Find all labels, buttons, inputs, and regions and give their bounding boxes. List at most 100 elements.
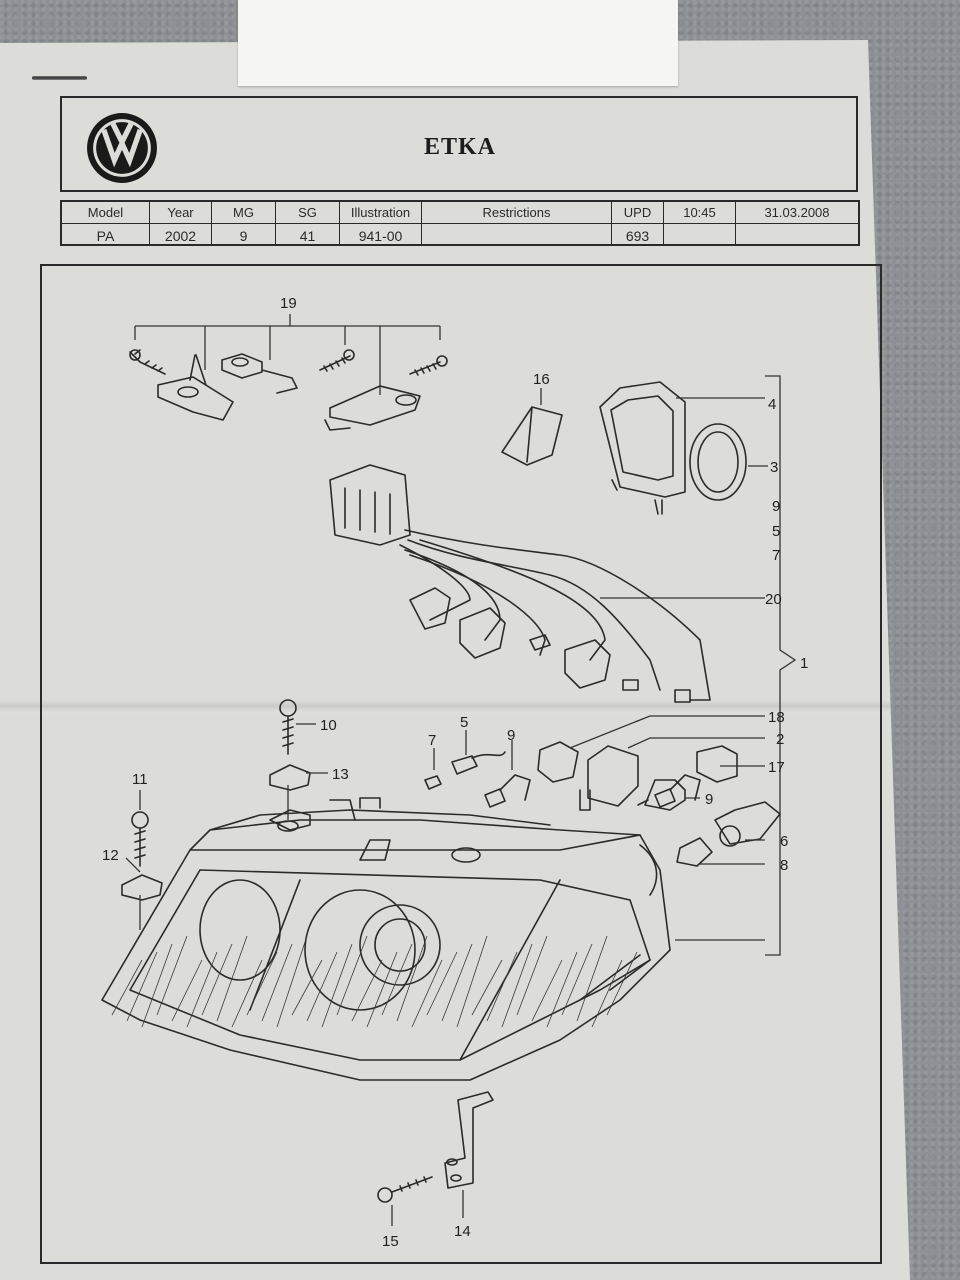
callout-5b: 5 [460, 714, 468, 731]
callout-7: 7 [772, 547, 780, 564]
callout-3: 3 [770, 459, 778, 476]
callout-13: 13 [332, 766, 349, 783]
hatch-line [141, 943, 173, 1028]
col-sg: SG 41 [276, 202, 340, 244]
headlight-housing [101, 797, 671, 1081]
col-model: Model PA [62, 202, 150, 244]
col-header: MG [233, 205, 254, 220]
callout-4: 4 [768, 396, 776, 413]
col-header: Year [167, 205, 194, 220]
callout-19: 19 [280, 295, 297, 312]
paper-fold [0, 700, 905, 718]
col-header: Illustration [350, 205, 411, 220]
hatch-line [351, 959, 383, 1022]
col-value: 941-00 [358, 228, 403, 244]
callout-10: 10 [320, 717, 337, 734]
col-upd: UPD 693 [612, 202, 664, 244]
diagram-frame [40, 264, 882, 1264]
callout-16: 16 [533, 371, 550, 388]
col-year: Year 2002 [150, 202, 212, 244]
wiring-harness-20 [329, 464, 711, 703]
hatch-line [246, 951, 278, 1016]
col-header: UPD [623, 205, 652, 220]
hatch-line [411, 959, 443, 1028]
col-value: 2002 [164, 228, 197, 244]
col-value: PA [96, 228, 115, 244]
header-frame [60, 96, 858, 192]
hatch-line [156, 935, 188, 1016]
hatch-line [201, 943, 233, 1016]
callout-5: 5 [772, 523, 780, 540]
col-header: Restrictions [482, 205, 551, 220]
hatch-line [381, 943, 413, 1016]
sticky-note [238, 0, 678, 86]
fastener-group-19 [129, 314, 448, 431]
small-bulbs [424, 730, 701, 808]
hatch-line [336, 935, 368, 1016]
screws-left [121, 699, 311, 901]
callout-20: 20 [765, 591, 782, 608]
col-date: 31.03.2008 [736, 202, 858, 244]
staple [32, 76, 87, 80]
col-restrictions: Restrictions [422, 202, 612, 244]
page-title: ETKA [423, 134, 496, 160]
callout-2: 2 [776, 731, 784, 748]
hatch-line [591, 959, 623, 1028]
hatch-line [441, 943, 473, 1022]
col-mg: MG 9 [212, 202, 276, 244]
col-time: 10:45 [664, 202, 736, 244]
col-header: 31.03.2008 [764, 205, 830, 220]
hatch-line [426, 951, 458, 1016]
hatch-line [171, 959, 203, 1022]
col-value: 693 [625, 228, 650, 244]
hatch-line [531, 959, 563, 1022]
hatch-line [186, 951, 218, 1028]
hatch-line [231, 959, 263, 1028]
table-divider [62, 223, 858, 224]
bulb-parts-right [537, 741, 781, 867]
hatch-line [456, 935, 488, 1028]
callout-9b: 9 [705, 791, 713, 808]
bracket-14 [444, 1091, 494, 1189]
col-value: 41 [299, 228, 316, 244]
callout-12: 12 [102, 847, 119, 864]
callout-9c: 9 [507, 727, 515, 744]
col-header: 10:45 [683, 205, 716, 220]
hatch-line [516, 935, 548, 1016]
cover-4 [599, 381, 686, 515]
callout-8: 8 [780, 857, 788, 874]
info-table: Model PA Year 2002 MG 9 SG 41 Illustrati… [60, 200, 860, 246]
hatch-line [606, 951, 638, 1016]
hatch-line [486, 951, 518, 1022]
callout-18: 18 [768, 709, 785, 726]
col-header: Model [87, 205, 124, 220]
hatch-line [501, 943, 533, 1028]
col-header: SG [298, 205, 317, 220]
part-16 [501, 388, 563, 466]
hatch-line [126, 951, 158, 1022]
callout-6: 6 [780, 833, 788, 850]
callout-11: 11 [132, 771, 148, 788]
hatch-line [471, 959, 503, 1016]
callout-17: 17 [768, 759, 785, 776]
hatch-line [321, 943, 353, 1028]
hatch-line [261, 943, 293, 1022]
hatch-line [306, 951, 338, 1022]
hatch-line [291, 959, 323, 1016]
hatch-line [396, 935, 428, 1022]
housing-hatching [111, 935, 638, 1028]
hatch-line [216, 935, 248, 1022]
callout-9: 9 [772, 498, 780, 515]
callout-1: 1 [800, 655, 808, 672]
hatch-line [366, 951, 398, 1028]
hatch-line [276, 935, 308, 1028]
callout-14: 14 [454, 1223, 471, 1240]
hatch-line [111, 959, 143, 1016]
hatch-line [576, 935, 608, 1022]
col-value: 9 [239, 228, 248, 244]
hatch-line [561, 943, 593, 1016]
callout-15: 15 [382, 1233, 399, 1250]
callout-7b: 7 [428, 732, 436, 749]
cap-3 [689, 423, 747, 501]
